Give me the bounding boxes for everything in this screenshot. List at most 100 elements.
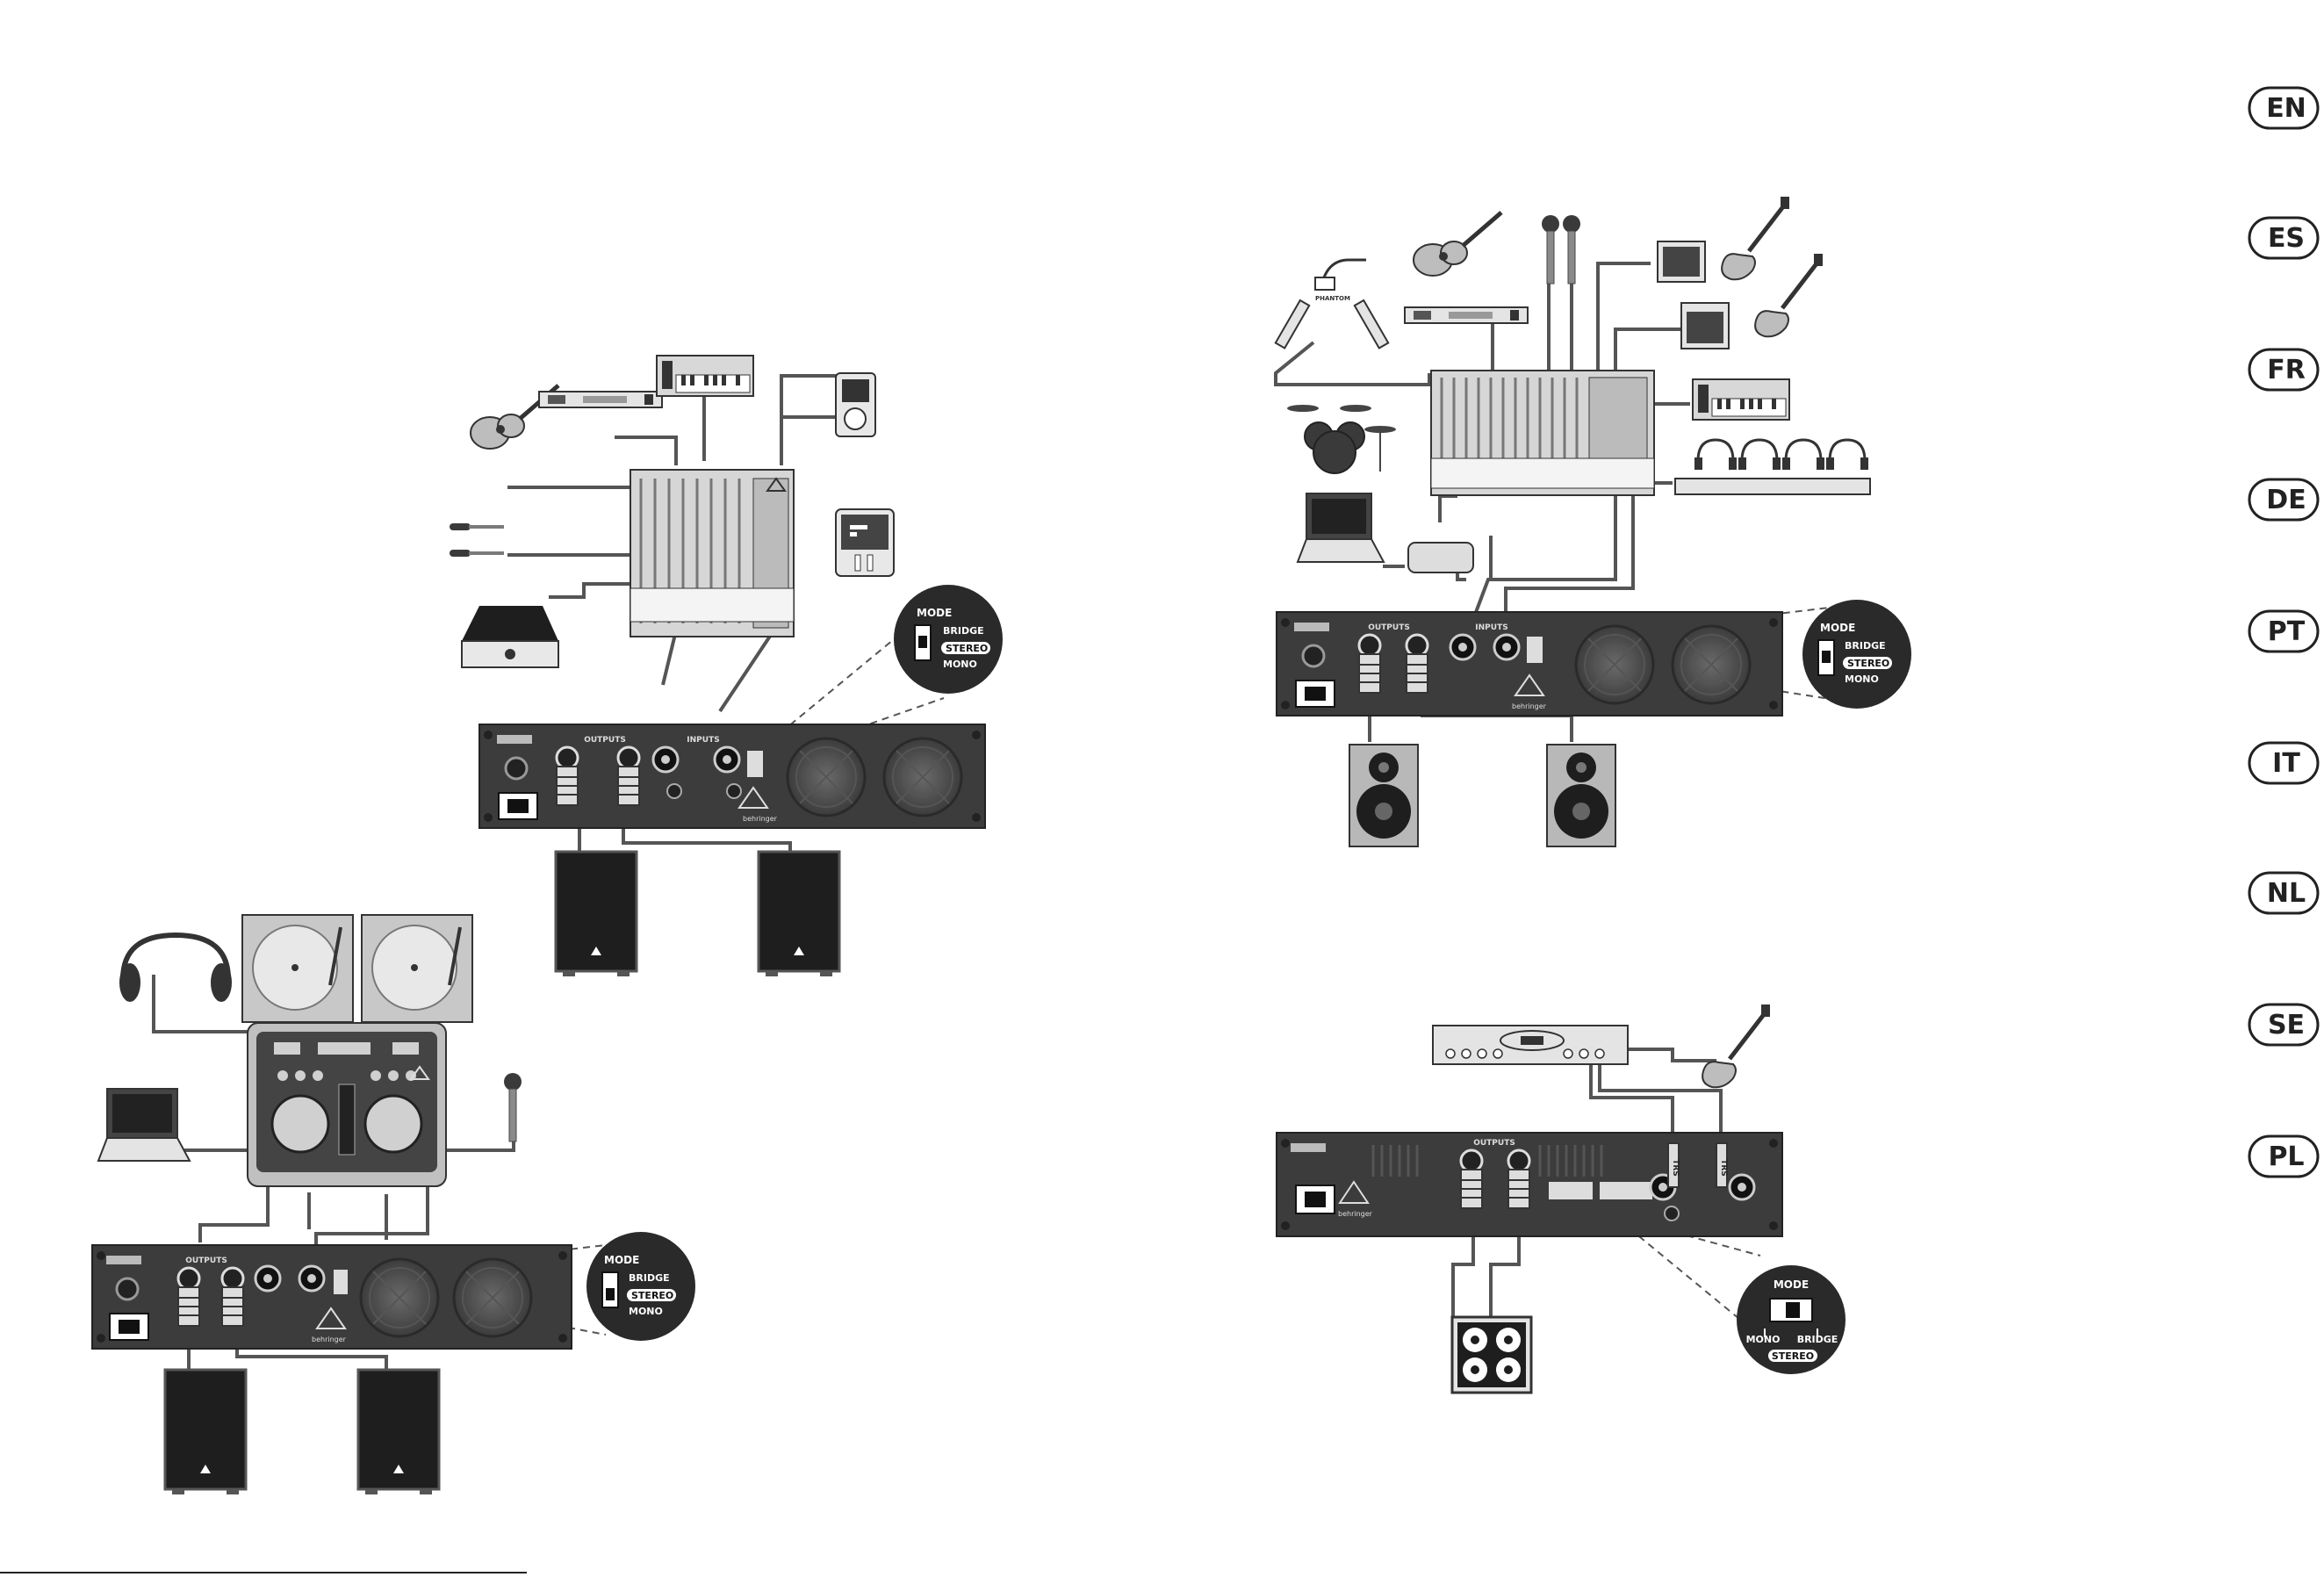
svg-text:INPUTS: INPUTS (687, 736, 719, 745)
svg-text:INPUTS: INPUTS (1475, 623, 1507, 632)
svg-text:DE: DE (2266, 485, 2306, 515)
headphones-icon (119, 935, 232, 1002)
svg-text:behringer: behringer (1338, 1210, 1373, 1218)
rack-processor-icon (1433, 1026, 1628, 1064)
svg-text:MODE: MODE (1820, 622, 1855, 634)
loudspeaker-icon (165, 1370, 246, 1494)
loudspeaker-icon (759, 852, 839, 976)
loudspeaker-icon (556, 852, 637, 976)
amplifier-rear-panel: OUTPUTS behringer (92, 1245, 572, 1349)
lang-tab-en[interactable]: EN (2249, 88, 2318, 128)
microphone-icon (1563, 215, 1580, 284)
svg-text:OUTPUTS: OUTPUTS (1368, 623, 1410, 632)
condenser-microphone-icon (1276, 300, 1309, 348)
svg-text:SE: SE (2268, 1010, 2305, 1041)
rack-processor-icon (1405, 307, 1528, 323)
setup-dj-stereo: OUTPUTS behringer MODE BRIDGE STEREO MON… (92, 915, 695, 1494)
laptop-icon (1298, 493, 1384, 562)
mixer-icon (1431, 371, 1654, 495)
monitor-speaker-icon (1349, 745, 1418, 846)
usb-interface-icon (1408, 543, 1473, 572)
usb-interface-icon (836, 509, 894, 576)
svg-text:PHANTOM: PHANTOM (1315, 295, 1350, 302)
svg-text:STEREO: STEREO (1772, 1350, 1814, 1362)
headphone-amp-icon (1675, 440, 1870, 494)
monitor-speaker-icon (1547, 745, 1615, 846)
lang-tab-se[interactable]: SE (2249, 1005, 2318, 1045)
rack-processor-icon (539, 392, 662, 407)
svg-text:MODE: MODE (1774, 1278, 1809, 1291)
amplifier-rear-panel: OUTPUTS INPUTS behringer (479, 724, 985, 828)
lang-tab-pt[interactable]: PT (2249, 611, 2318, 652)
svg-text:behringer: behringer (1512, 702, 1547, 710)
svg-text:IT: IT (2272, 748, 2300, 779)
svg-text:ES: ES (2268, 223, 2305, 254)
lang-tab-it[interactable]: IT (2249, 743, 2318, 783)
lang-tab-fr[interactable]: FR (2249, 349, 2318, 390)
keyboard-icon (657, 356, 753, 396)
svg-text:EN: EN (2266, 93, 2306, 124)
svg-text:OUTPUTS: OUTPUTS (584, 736, 626, 745)
svg-text:TRS: TRS (1671, 1159, 1680, 1177)
microphone-icon (450, 523, 504, 530)
di-box-icon (462, 606, 558, 667)
lang-tab-de[interactable]: DE (2249, 479, 2318, 520)
svg-text:NL: NL (2267, 878, 2306, 909)
svg-text:MONO: MONO (1845, 673, 1879, 685)
language-tabs: EN ES FR DE PT IT NL SE (2249, 88, 2318, 1177)
footer-rule (0, 1572, 527, 1573)
svg-text:BRIDGE: BRIDGE (1845, 640, 1886, 652)
media-player-icon (836, 373, 875, 436)
svg-text:MONO: MONO (943, 659, 977, 670)
amplifier-rear-panel: OUTPUTS INPUTS behringer (1277, 612, 1782, 716)
phantom-power-icon: PHANTOM (1315, 260, 1366, 302)
microphone-icon (450, 550, 504, 557)
svg-text:MODE: MODE (917, 607, 952, 619)
svg-text:behringer: behringer (312, 1336, 347, 1343)
svg-text:behringer: behringer (743, 815, 778, 823)
svg-text:STEREO: STEREO (946, 643, 988, 654)
svg-text:BRIDGE: BRIDGE (943, 625, 984, 637)
mode-switch-callout: MODE BRIDGE STEREO MONO (894, 585, 1003, 694)
setup-bridge-mode: behringer OUTPUTS TRS TRS MODE MONO BRID… (1277, 1005, 1846, 1393)
condenser-microphone-icon (1355, 300, 1388, 348)
dj-controller-icon (248, 1023, 446, 1186)
turntable-icon (362, 915, 472, 1022)
mode-switch-callout: MODE MONO BRIDGE STEREO (1737, 1265, 1846, 1374)
svg-text:TRS: TRS (1719, 1159, 1728, 1177)
svg-text:FR: FR (2267, 355, 2306, 385)
setup-mixer-stereo: OUTPUTS INPUTS behringer MODE BRIDGE STE… (450, 356, 1003, 976)
svg-text:MONO: MONO (1746, 1334, 1781, 1345)
svg-text:MODE: MODE (604, 1254, 639, 1266)
setup-band-stereo: PHANTOM (1276, 197, 1911, 846)
svg-text:OUTPUTS: OUTPUTS (185, 1257, 227, 1265)
turntable-icon (242, 915, 353, 1022)
mode-switch-callout: MODE BRIDGE STEREO MONO (1802, 600, 1911, 709)
handheld-microphone-icon (504, 1073, 522, 1141)
guitar-amp-icon (1681, 303, 1729, 349)
svg-text:PL: PL (2268, 1141, 2304, 1172)
guitar-cabinet-icon (1452, 1317, 1531, 1393)
microphone-icon (1542, 215, 1559, 284)
lang-tab-nl[interactable]: NL (2249, 873, 2318, 913)
svg-text:STEREO: STEREO (631, 1290, 673, 1301)
acoustic-guitar-icon (1414, 212, 1501, 276)
electric-guitar-icon (1722, 197, 1789, 279)
svg-text:BRIDGE: BRIDGE (629, 1272, 670, 1284)
drum-kit-icon (1287, 405, 1396, 473)
mixer-icon (630, 470, 794, 637)
mode-switch-callout: MODE BRIDGE STEREO MONO (586, 1232, 695, 1341)
svg-text:OUTPUTS: OUTPUTS (1473, 1139, 1515, 1148)
lang-tab-es[interactable]: ES (2249, 218, 2318, 258)
amplifier-rear-panel: behringer OUTPUTS TRS TRS (1277, 1133, 1782, 1236)
laptop-icon (98, 1089, 190, 1161)
lang-tab-pl[interactable]: PL (2249, 1136, 2318, 1177)
svg-text:BRIDGE: BRIDGE (1797, 1334, 1838, 1345)
keyboard-icon (1693, 379, 1789, 420)
loudspeaker-icon (358, 1370, 439, 1494)
svg-text:PT: PT (2268, 616, 2306, 647)
electric-guitar-icon (1755, 254, 1823, 336)
svg-text:STEREO: STEREO (1847, 658, 1889, 669)
svg-text:MONO: MONO (629, 1306, 663, 1317)
